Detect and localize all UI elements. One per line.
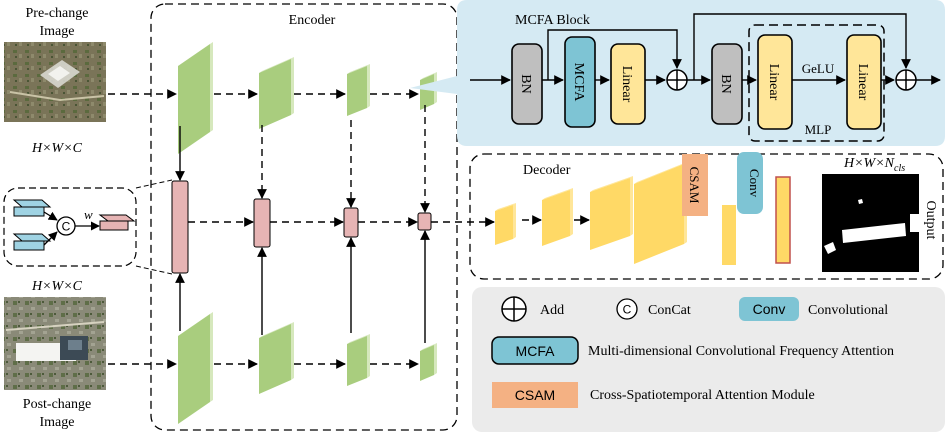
- legend-mcfa: MCFA Multi-dimensional Convolutional Fre…: [491, 336, 894, 365]
- conv-label: Conv: [747, 169, 762, 198]
- legend-csam-box: [492, 382, 578, 408]
- csam-module: CSAM: [682, 154, 708, 216]
- encoder-blocks: [171, 42, 437, 424]
- concat-symbol: C: [62, 220, 71, 234]
- concat-weight-symbol: w: [84, 207, 93, 222]
- legend-conv-label: Convolutional: [808, 303, 888, 318]
- post-change-label-line2: Image: [40, 415, 75, 430]
- decoder-feature-4: [634, 162, 687, 264]
- legend-concat-label: ConCat: [648, 303, 691, 318]
- gelu-label: GeLU: [802, 61, 835, 76]
- csam-label: CSAM: [687, 167, 702, 204]
- legend-conv-box-label: Conv: [753, 301, 786, 317]
- output-dims-sub: cls: [894, 163, 905, 174]
- module-linear-mlp-1-label: Linear: [766, 64, 781, 101]
- decoder-feature-5: [722, 205, 736, 265]
- output-change-map: [822, 174, 919, 272]
- output-dims: H×W×Ncls: [843, 156, 905, 174]
- module-linear-1-label: Linear: [619, 66, 634, 103]
- pre-change-label-line2: Image: [40, 24, 75, 39]
- module-linear-mlp-1: Linear: [757, 34, 793, 130]
- output-dims-main: H×W×N: [843, 156, 895, 171]
- module-mcfa-label: MCFA: [571, 63, 586, 103]
- connectors: [108, 13, 941, 369]
- decoder-feature-1: [495, 203, 516, 245]
- module-linear-mlp-2: Linear: [846, 34, 882, 130]
- decoder-feature-6: [775, 176, 791, 264]
- output-label: Output: [923, 201, 938, 240]
- decoder-modules: CSAM Conv: [495, 152, 919, 272]
- encoder-feature-pre-3: [347, 64, 370, 116]
- encoder-feature-pre-1: [178, 42, 213, 154]
- legend-mcfa-box-label: MCFA: [516, 343, 556, 359]
- legend: Add C ConCat Conv Convolutional MCFA Mul…: [472, 287, 945, 432]
- mlp-group: [748, 24, 885, 142]
- fused-feature-3: [343, 207, 359, 238]
- residual-2-arrow: [693, 13, 911, 80]
- module-mcfa: MCFA: [564, 36, 596, 128]
- legend-csam-label: Cross-Spatiotemporal Attention Module: [590, 388, 815, 403]
- mlp-label: MLP: [805, 122, 832, 137]
- decoder-feature-2: [542, 188, 573, 246]
- legend-mcfa-box: [491, 336, 579, 365]
- legend-conv: Conv Convolutional: [739, 297, 888, 321]
- legend-add: Add: [501, 296, 564, 322]
- encoder-panel: Encoder: [150, 3, 458, 431]
- module-bn-2: BN: [711, 43, 743, 125]
- legend-concat: C ConCat: [616, 298, 691, 320]
- module-linear-mlp-2-label: Linear: [855, 64, 870, 101]
- legend-csam: CSAM Cross-Spatiotemporal Attention Modu…: [492, 382, 815, 408]
- legend-mcfa-label: Multi-dimensional Convolutional Frequenc…: [588, 344, 894, 359]
- pre-change-input: Pre-change Image H×W×C: [4, 6, 106, 156]
- legend-add-label: Add: [540, 303, 564, 318]
- residual-1-arrow: [547, 29, 682, 80]
- encoder-feature-post-3: [347, 334, 370, 386]
- legend-concat-symbol: C: [623, 303, 632, 317]
- module-linear-1: Linear: [610, 43, 646, 125]
- post-change-input: H×W×C Post-change Image: [4, 279, 106, 430]
- post-change-dims: H×W×C: [31, 279, 83, 294]
- encoder-feature-post-1: [178, 312, 213, 424]
- encoder-feature-post-2: [259, 322, 294, 394]
- add-icon-1: [666, 69, 688, 91]
- mcfa-block-title: MCFA Block: [515, 13, 590, 28]
- pre-change-image: [4, 42, 106, 122]
- decoder-title: Decoder: [523, 163, 571, 178]
- add-icon-2: [895, 69, 917, 91]
- pre-change-label-line1: Pre-change: [26, 6, 89, 21]
- conv-module: Conv: [737, 152, 763, 214]
- fused-feature-1: [171, 180, 189, 274]
- module-bn-2-label: BN: [718, 74, 733, 93]
- module-bn-1-label: BN: [518, 74, 533, 93]
- post-change-label-line1: Post-change: [23, 397, 91, 412]
- encoder-feature-post-4: [420, 343, 437, 381]
- decoder-feature-3: [590, 176, 633, 250]
- concat-inset: C w: [3, 179, 173, 275]
- encoder-feature-pre-2: [259, 57, 294, 129]
- concat-legend-icon: [616, 298, 638, 320]
- post-change-image: [4, 297, 106, 390]
- mcfa-block-modules: BN MCFA Linear BN Linear Linear: [511, 34, 917, 130]
- fused-feature-4: [417, 212, 432, 231]
- fused-feature-2: [253, 198, 271, 248]
- legend-conv-box: [739, 297, 799, 321]
- encoder-title: Encoder: [289, 13, 336, 28]
- legend-csam-box-label: CSAM: [515, 387, 555, 403]
- module-bn-1: BN: [511, 43, 543, 125]
- inset-feature-top: [12, 199, 52, 208]
- inset-output-feature: [98, 214, 136, 222]
- pre-change-dims: H×W×C: [31, 141, 83, 156]
